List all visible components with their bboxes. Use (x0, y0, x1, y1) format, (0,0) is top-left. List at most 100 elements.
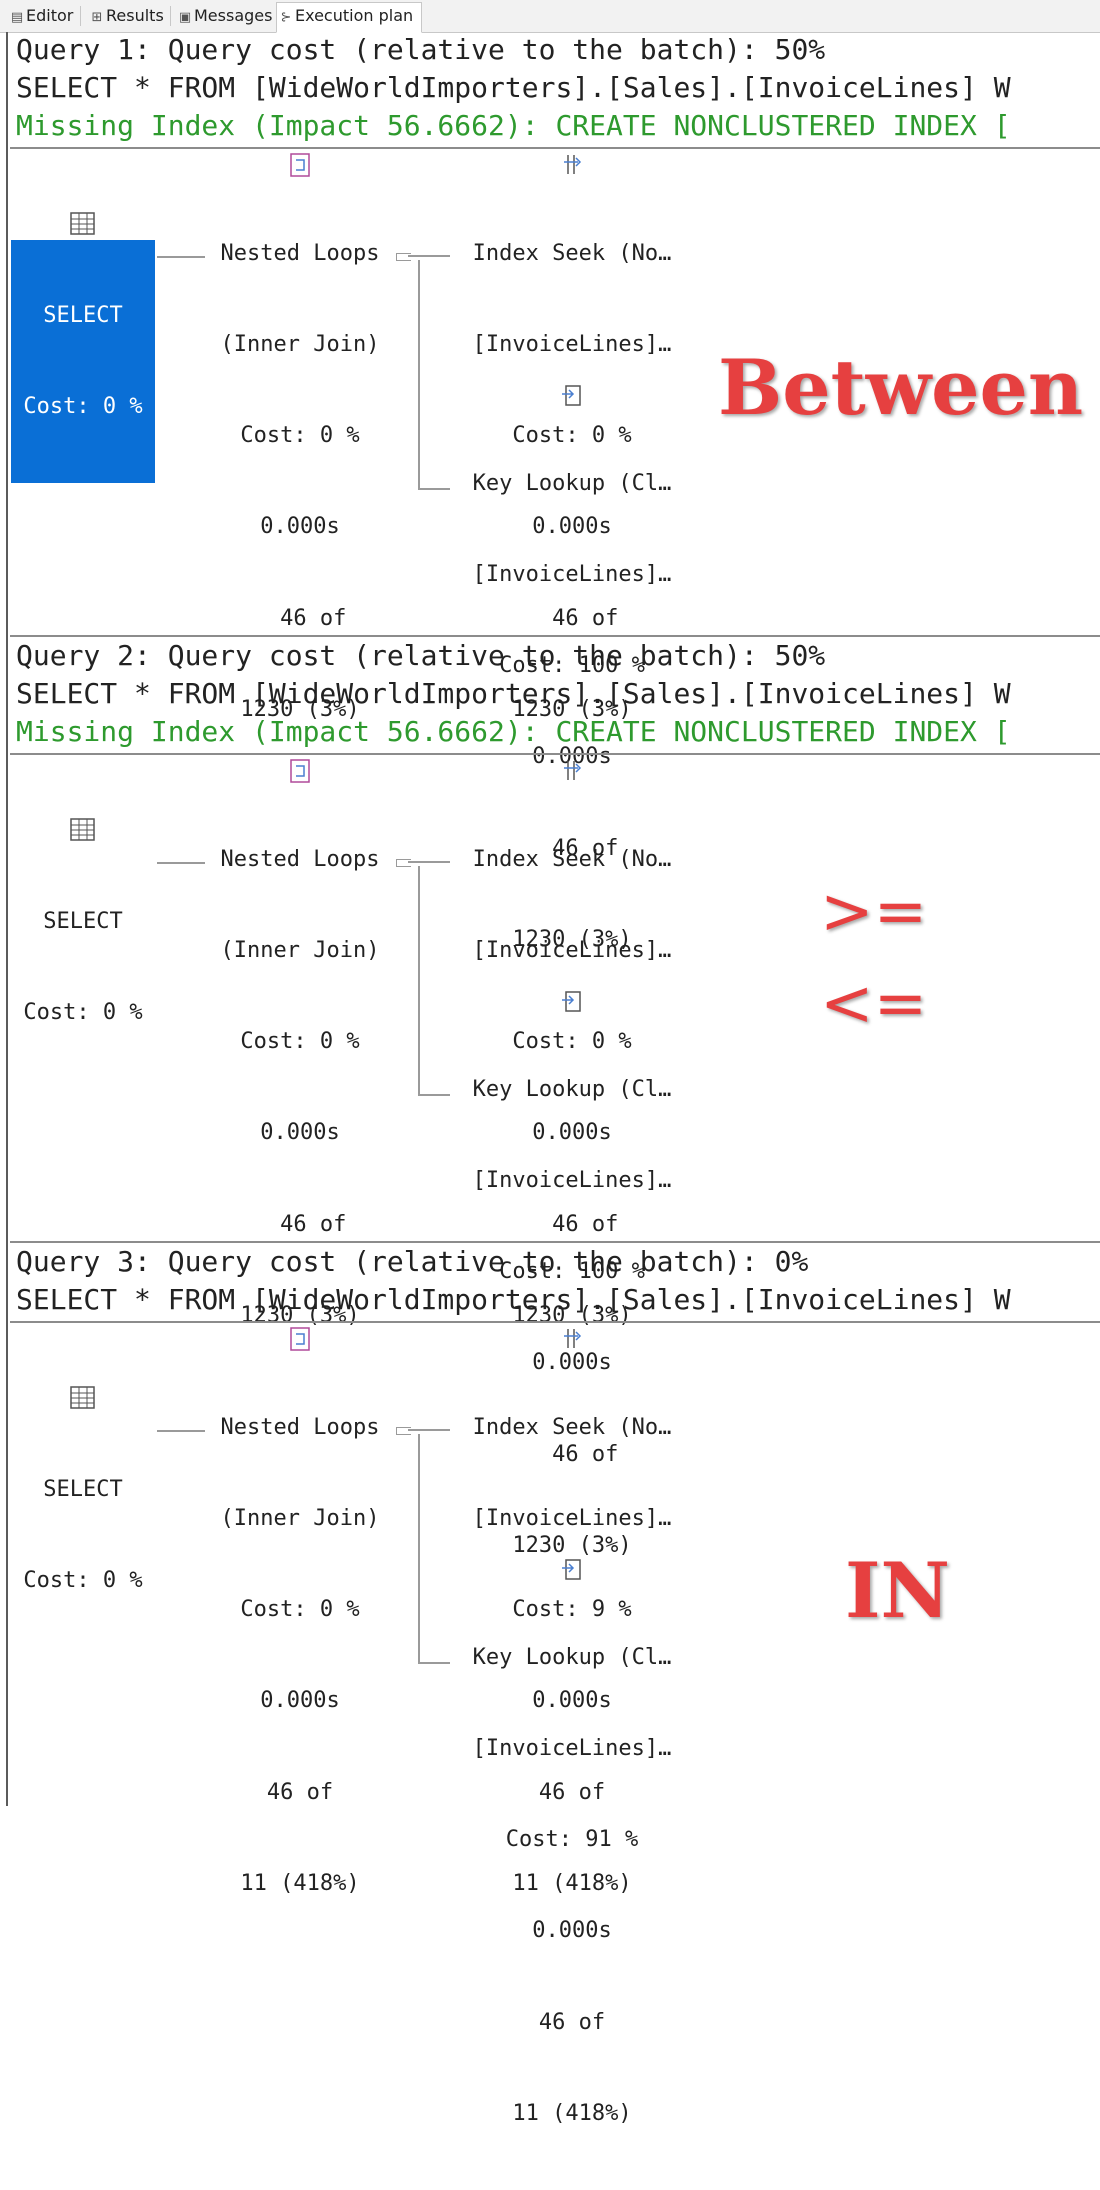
index-seek-line: [InvoiceLines]… (472, 1506, 672, 1532)
connector-vertical (418, 260, 420, 490)
nested-loops-line: 46 of (253, 605, 347, 631)
tab-separator (80, 6, 81, 26)
key-lookup-operator[interactable]: Key Lookup (Cl… [InvoiceLines]… Cost: 91… (452, 1582, 692, 2190)
select-operator[interactable]: SELECT Cost: 0 % (11, 1414, 155, 1657)
nested-loops-line: 0.000s (260, 1120, 340, 1146)
index-seek-line: 46 of (538, 1779, 606, 1805)
connector-nested-seek (408, 255, 450, 257)
annotation-between: Between (718, 343, 1084, 432)
nested-loops-icon[interactable] (288, 152, 312, 178)
connector-nested-lookup (418, 1662, 450, 1664)
query-1-bottom-divider (10, 635, 1100, 637)
key-lookup-line: 46 of (525, 835, 619, 861)
select-operator-icon[interactable] (70, 1386, 96, 1410)
tab-results[interactable]: ⊞Results (88, 3, 164, 29)
key-lookup-line: 1230 (3%) (512, 926, 632, 952)
pane-left-border (6, 32, 8, 1806)
index-seek-line: Cost: 0 % (512, 423, 632, 449)
key-lookup-line: Cost: 100 % (499, 653, 645, 679)
connector-arrow (396, 1427, 411, 1435)
index-seek-icon[interactable] (560, 758, 584, 784)
key-lookup-operator[interactable]: Key Lookup (Cl… [InvoiceLines]… Cost: 10… (452, 1014, 692, 1622)
query-3-divider (10, 1321, 1100, 1323)
key-lookup-line: Cost: 91 % (505, 1827, 639, 1853)
tab-messages[interactable]: ▣Messages (176, 3, 273, 29)
key-lookup-line: Key Lookup (Cl… (472, 470, 672, 496)
nested-loops-line: 1230 (3%) (240, 696, 360, 722)
key-lookup-icon[interactable] (560, 382, 584, 408)
index-seek-line: 0.000s (532, 514, 612, 540)
nested-loops-line: 1230 (3%) (240, 1302, 360, 1328)
annotation-less-equal: <= (820, 967, 928, 1041)
query-3-header: Query 3: Query cost (relative to the bat… (16, 1245, 809, 1278)
key-lookup-line: 11 (418%) (512, 2100, 632, 2126)
query-2-divider (10, 753, 1100, 755)
index-seek-line: Cost: 9 % (512, 1597, 632, 1623)
annotation-in: IN (845, 1546, 951, 1635)
index-seek-icon[interactable] (560, 1326, 584, 1352)
index-seek-line: 0.000s (532, 1120, 612, 1146)
execution-plan-icon: ⊱ (280, 10, 292, 25)
index-seek-line: 46 of (525, 605, 619, 631)
index-seek-line: [InvoiceLines]… (472, 332, 672, 358)
query-1-divider (10, 147, 1100, 149)
nested-loops-line: Cost: 0 % (240, 1029, 360, 1055)
key-lookup-line: [InvoiceLines]… (472, 562, 672, 588)
connector-select-nested (157, 1430, 205, 1432)
connector-nested-lookup (418, 488, 450, 490)
key-lookup-line: Cost: 100 % (499, 1259, 645, 1285)
tab-editor[interactable]: ▤Editor (8, 3, 74, 29)
key-lookup-line: 0.000s (532, 1350, 612, 1376)
connector-vertical (418, 866, 420, 1096)
connector-select-nested (157, 862, 205, 864)
index-seek-line: 46 of (525, 1211, 619, 1237)
nested-loops-line: Cost: 0 % (240, 423, 360, 449)
nested-loops-line: (Inner Join) (220, 938, 380, 964)
tab-editor-label: Editor (26, 6, 74, 25)
key-lookup-icon[interactable] (560, 1556, 584, 1582)
tab-execution-plan[interactable]: ⊱Execution plan (276, 2, 423, 33)
connector-vertical (418, 1434, 420, 1664)
index-seek-operator[interactable]: Index Seek (No… [InvoiceLines]… Cost: 0 … (452, 178, 692, 786)
key-lookup-icon[interactable] (560, 988, 584, 1014)
key-lookup-operator[interactable]: Key Lookup (Cl… [InvoiceLines]… Cost: 10… (452, 408, 692, 1016)
nested-loops-operator[interactable]: Nested Loops (Inner Join) Cost: 0 % 0.00… (200, 178, 400, 786)
key-lookup-line: Key Lookup (Cl… (472, 1076, 672, 1102)
nested-loops-operator[interactable]: Nested Loops (Inner Join) Cost: 0 % 0.00… (200, 1352, 400, 1960)
tab-messages-label: Messages (194, 6, 273, 25)
editor-icon: ▤ (10, 10, 24, 25)
query-2-missing-index[interactable]: Missing Index (Impact 56.6662): CREATE N… (16, 715, 1011, 748)
nested-loops-line: Nested Loops (220, 240, 380, 266)
messages-icon: ▣ (178, 10, 192, 25)
query-2-header: Query 2: Query cost (relative to the bat… (16, 639, 826, 672)
connector-nested-lookup (418, 1094, 450, 1096)
select-operator[interactable]: SELECT Cost: 0 % (11, 846, 155, 1089)
key-lookup-line: 46 of (538, 2009, 606, 2035)
select-operator[interactable]: SELECT Cost: 0 % (11, 240, 155, 484)
select-cost: Cost: 0 % (23, 394, 143, 420)
nested-loops-operator[interactable]: Nested Loops (Inner Join) Cost: 0 % 0.00… (200, 784, 400, 1392)
query-1-header: Query 1: Query cost (relative to the bat… (16, 33, 826, 66)
nested-loops-line: 0.000s (260, 514, 340, 540)
key-lookup-line: 0.000s (532, 1918, 612, 1944)
select-cost: Cost: 0 % (23, 1000, 143, 1026)
key-lookup-line: 46 of (525, 1441, 619, 1467)
select-label: SELECT (43, 908, 123, 934)
tab-results-label: Results (106, 6, 164, 25)
select-label: SELECT (43, 1476, 123, 1502)
nested-loops-line: Cost: 0 % (240, 1597, 360, 1623)
nested-loops-line: (Inner Join) (220, 1506, 380, 1532)
query-3-sql: SELECT * FROM [WideWorldImporters].[Sale… (16, 1283, 1011, 1316)
select-operator-icon[interactable] (70, 818, 96, 842)
index-seek-operator[interactable]: Index Seek (No… [InvoiceLines]… Cost: 0 … (452, 784, 692, 1392)
nested-loops-icon[interactable] (288, 1326, 312, 1352)
nested-loops-icon[interactable] (288, 758, 312, 784)
query-1-missing-index[interactable]: Missing Index (Impact 56.6662): CREATE N… (16, 109, 1011, 142)
tab-separator (170, 6, 171, 26)
key-lookup-line: Key Lookup (Cl… (472, 1644, 672, 1670)
index-seek-icon[interactable] (560, 152, 584, 178)
select-operator-icon[interactable] (70, 212, 96, 236)
nested-loops-line: 11 (418%) (240, 1870, 360, 1896)
nested-loops-line: (Inner Join) (220, 332, 380, 358)
index-seek-line: 1230 (3%) (512, 696, 632, 722)
